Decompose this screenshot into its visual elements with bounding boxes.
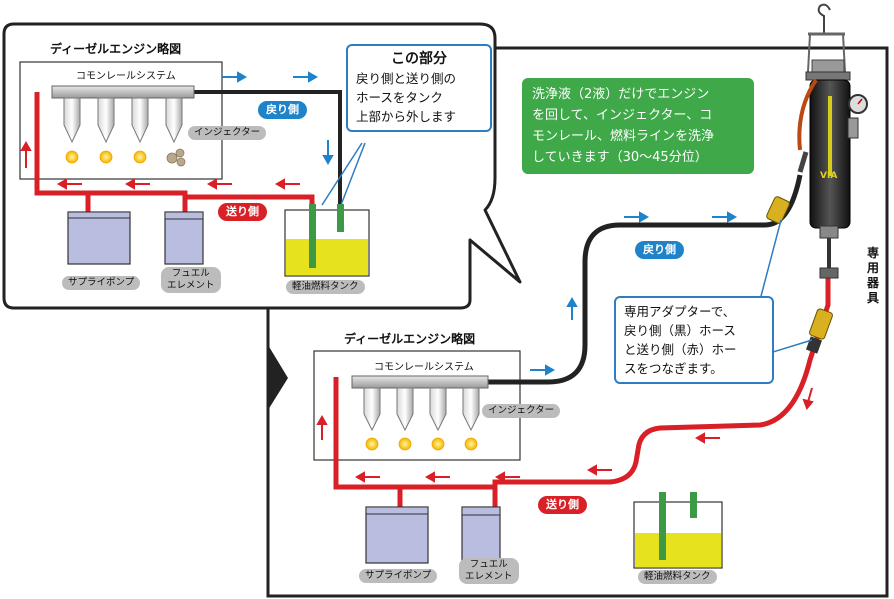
speech-callout-line3: 上部から外します: [356, 109, 457, 124]
main-tank-label: 軽油燃料タンク: [638, 570, 717, 584]
tool-label-text: 専用器具: [866, 246, 879, 305]
speech-callout: この部分 戻り側と送り側の ホースをタンク 上部から外します: [346, 44, 492, 132]
top-soot: [166, 148, 186, 167]
main-diagram-title: ディーゼルエンジン略図: [344, 332, 476, 346]
main-rail: [351, 375, 489, 389]
main-fuel-element-line2: エレメント: [465, 571, 513, 582]
top-fuel-element-line2: エレメント: [167, 280, 215, 291]
main-rail-label: コモンレールシステム: [374, 362, 474, 373]
pointer-triangle: [268, 345, 288, 410]
green-note: 洗浄液（2液）だけでエンジン を回して、インジェクター、コ モンレール、燃料ライ…: [522, 78, 754, 174]
red-hose-adapter: [805, 308, 833, 354]
tool-label: 専用器具: [866, 246, 880, 306]
top-tank-label: 軽油燃料タンク: [286, 280, 365, 294]
green-note-line4: していきます（30〜45分位）: [532, 150, 708, 165]
top-rail: [51, 85, 195, 99]
adapter-callout: 専用アダプターで、 戻り側（黒）ホース と送り側（赤）ホー スをつなぎます。: [614, 296, 774, 384]
main-sparks: [365, 437, 478, 451]
top-feed-label: 送り側: [218, 203, 267, 221]
main-injectors: [363, 387, 480, 432]
main-feed-label: 送り側: [538, 496, 587, 514]
speech-callout-line2: ホースをタンク: [356, 90, 443, 105]
top-fuel-element-line1: フュエル: [171, 268, 210, 279]
green-note-line2: を回して、インジェクター、コ: [532, 108, 713, 123]
main-fuel-element-label: フュエル エレメント: [459, 558, 519, 584]
cleaning-tool: VIA: [797, 3, 868, 279]
adapter-callout-line1: 専用アダプターで、: [624, 304, 736, 319]
main-supply-pump-label: サプライポンプ: [359, 569, 438, 583]
green-note-line3: モンレール、燃料ラインを洗浄: [532, 129, 715, 144]
top-return-label: 戻り側: [258, 101, 307, 119]
svg-text:VIA: VIA: [820, 171, 837, 181]
main-fuel-element-line1: フュエル: [469, 559, 508, 570]
top-supply-pump-label: サプライポンプ: [62, 276, 141, 290]
speech-callout-line1: 戻り側と送り側の: [356, 71, 457, 86]
main-supply-pump: [365, 506, 429, 564]
main-return-label: 戻り側: [635, 241, 684, 259]
top-supply-pump: [67, 211, 131, 265]
green-note-line1: 洗浄液（2液）だけでエンジン: [532, 87, 710, 102]
speech-callout-title: この部分: [391, 51, 447, 67]
black-hose-adapter: [766, 151, 809, 224]
top-sparks: [65, 150, 147, 164]
adapter-callout-line2: 戻り側（黒）ホース: [624, 323, 736, 338]
main-fuel-element: [461, 506, 501, 564]
top-rail-label: コモンレールシステム: [76, 71, 176, 82]
main-injector-label: インジェクター: [482, 404, 561, 418]
top-injectors: [63, 97, 183, 144]
top-diagram-title: ディーゼルエンジン略図: [50, 42, 182, 56]
top-fuel-element-label: フュエル エレメント: [161, 267, 221, 293]
top-engine-box: [19, 61, 223, 180]
top-fuel-element: [164, 211, 204, 265]
adapter-callout-line3: と送り側（赤）ホー: [624, 342, 737, 357]
top-injector-label: インジェクター: [188, 126, 267, 140]
adapter-callout-line4: スをつなぎます。: [624, 361, 723, 376]
